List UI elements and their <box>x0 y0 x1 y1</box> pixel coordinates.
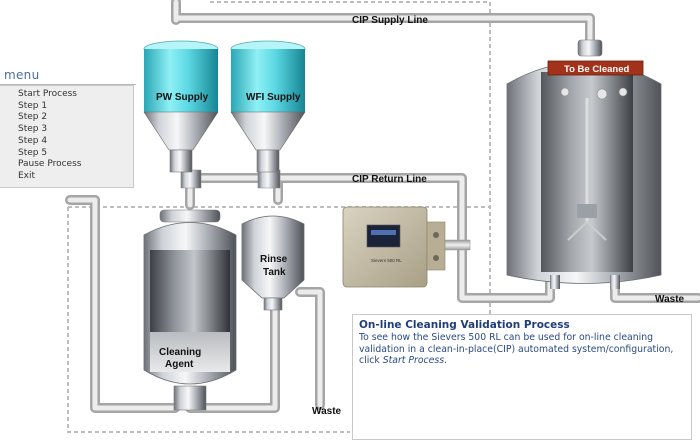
cip-return-line-label: CIP Return Line <box>352 174 427 185</box>
rinse-tank-label-1: Rinse <box>260 254 288 265</box>
cleaning-agent-tank[interactable]: Cleaning Agent <box>143 209 237 411</box>
menu-item-step-5[interactable]: Step 5 <box>18 147 48 158</box>
waste-right-label: Waste <box>655 294 685 305</box>
start-process-link[interactable]: Start Process <box>382 355 445 366</box>
menu-item-start-process[interactable]: Start Process <box>18 89 77 99</box>
rinse-tank-label-2: Tank <box>263 267 286 278</box>
to-be-cleaned-vessel[interactable]: To Be Cleaned <box>506 39 662 289</box>
menu-item-step-3[interactable]: Step 3 <box>18 124 48 135</box>
cleaning-agent-label-2: Agent <box>165 359 194 370</box>
info-body: To see how the Sievers 500 RL can be use… <box>359 332 685 367</box>
wfi-supply-label: WFI Supply <box>246 92 301 103</box>
menu-title: menu <box>4 68 40 82</box>
analyzer-label: Sievers 500 RL <box>371 258 402 263</box>
to-be-cleaned-label: To Be Cleaned <box>564 64 629 75</box>
menu-divider <box>0 84 136 85</box>
wfi-supply-tank[interactable]: WFI Supply <box>230 40 306 173</box>
pw-supply-tank[interactable]: PW Supply <box>143 40 219 173</box>
cip-supply-line-label: CIP Supply Line <box>352 15 428 26</box>
waste-bottom-label: Waste <box>312 406 342 417</box>
menu-item-exit[interactable]: Exit <box>18 170 36 181</box>
info-panel: On-line Cleaning Validation Process To s… <box>352 314 692 440</box>
menu-panel: Start Process Step 1 Step 2 Step 3 Step … <box>0 85 134 188</box>
pw-supply-label: PW Supply <box>156 92 209 103</box>
cleaning-agent-label-1: Cleaning <box>159 347 201 358</box>
rinse-tank[interactable]: Rinse Tank <box>241 215 305 311</box>
info-body-end: . <box>444 355 448 366</box>
menu-item-step-2[interactable]: Step 2 <box>18 112 48 123</box>
menu-item-step-1[interactable]: Step 1 <box>18 100 48 111</box>
menu-item-step-4[interactable]: Step 4 <box>18 135 48 146</box>
menu-item-pause-process[interactable]: Pause Process <box>18 159 82 170</box>
info-title: On-line Cleaning Validation Process <box>359 319 570 331</box>
sievers-analyzer[interactable]: Sievers 500 RL <box>342 206 446 288</box>
info-body-text: To see how the Sievers 500 RL can be use… <box>359 332 674 366</box>
